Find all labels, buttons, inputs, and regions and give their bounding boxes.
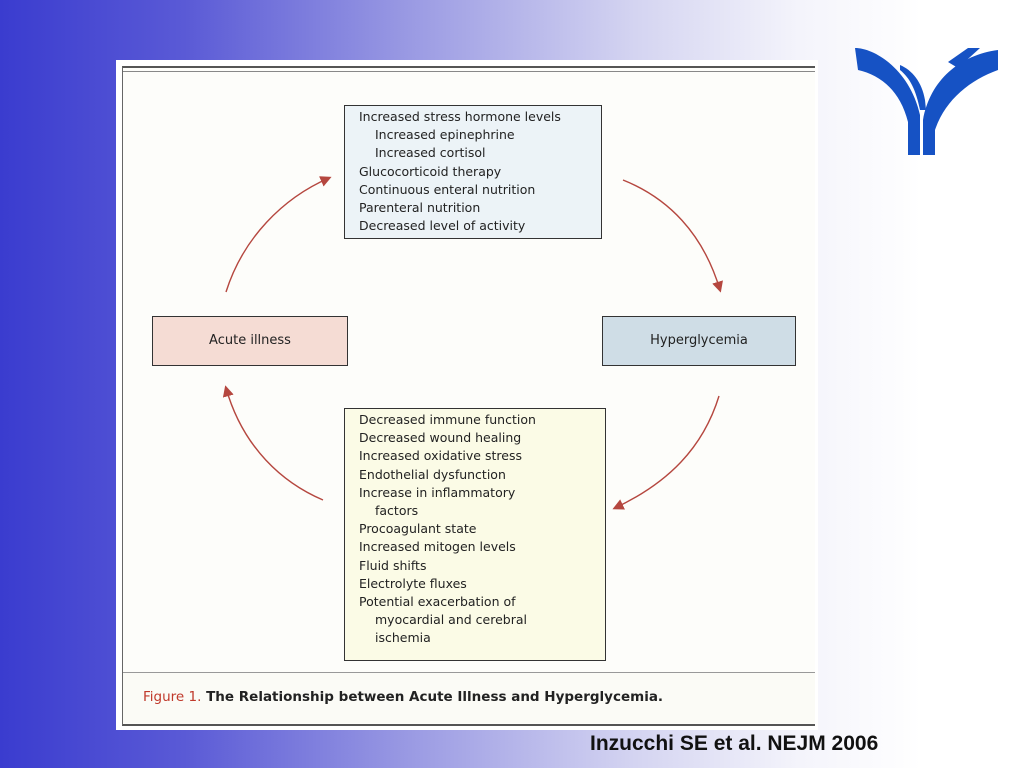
citation-text: Inzucchi SE et al. NEJM 2006: [590, 732, 879, 755]
cycle-arrows: [222, 176, 723, 510]
arrow-acute-to-top: [225, 176, 332, 293]
consequence-line: Procoagulant state: [359, 521, 477, 537]
consequence-line: Electrolyte fluxes: [359, 575, 467, 591]
consequence-line: ischemia: [375, 630, 431, 646]
stressor-line: Increased cortisol: [375, 145, 486, 161]
figure-caption-area: Figure 1. The Relationship between Acute…: [123, 672, 815, 723]
consequence-line: Potential exacerbation of: [359, 594, 516, 610]
consequence-line: Decreased immune function: [359, 412, 536, 427]
stressor-line: Increased epinephrine: [375, 127, 515, 143]
arrow-bottom-to-acute: [222, 385, 324, 501]
figure-caption-text: The Relationship between Acute Illness a…: [206, 689, 664, 705]
consequences-box: Decreased immune function Decreased woun…: [344, 408, 606, 661]
consequence-line: factors: [375, 503, 419, 519]
consequence-line: Decreased wound healing: [359, 430, 522, 446]
consequence-line: Increase in inflammatory: [359, 484, 516, 500]
consequence-line: Endothelial dysfunction: [359, 466, 506, 482]
acute-illness-box: Acute illness: [152, 316, 348, 366]
arrow-hyper-to-bottom: [612, 395, 720, 510]
university-logo-icon: [855, 48, 998, 155]
stressor-line: Parenteral nutrition: [359, 200, 481, 216]
hyperglycemia-label: Hyperglycemia: [650, 332, 748, 348]
consequence-line: Increased oxidative stress: [359, 448, 522, 464]
hyperglycemia-box: Hyperglycemia: [602, 316, 796, 366]
arrow-top-to-hyper: [622, 179, 723, 293]
stressor-line: Glucocorticoid therapy: [359, 163, 502, 179]
stressor-line: Decreased level of activity: [359, 218, 526, 234]
figure-caption-label: Figure 1.: [143, 689, 202, 705]
stressor-line: Increased stress hormone levels: [359, 109, 561, 124]
figure-frame: Increased stress hormone levels Increase…: [122, 66, 815, 726]
consequence-line: myocardial and cerebral: [375, 612, 528, 628]
stressor-line: Continuous enteral nutrition: [359, 181, 536, 197]
figure-caption: Figure 1. The Relationship between Acute…: [143, 689, 663, 705]
consequence-line: Fluid shifts: [359, 557, 427, 573]
stressors-box: Increased stress hormone levels Increase…: [344, 105, 602, 239]
consequence-line: Increased mitogen levels: [359, 539, 516, 555]
acute-illness-label: Acute illness: [209, 332, 291, 348]
figure-image: Increased stress hormone levels Increase…: [116, 60, 818, 730]
